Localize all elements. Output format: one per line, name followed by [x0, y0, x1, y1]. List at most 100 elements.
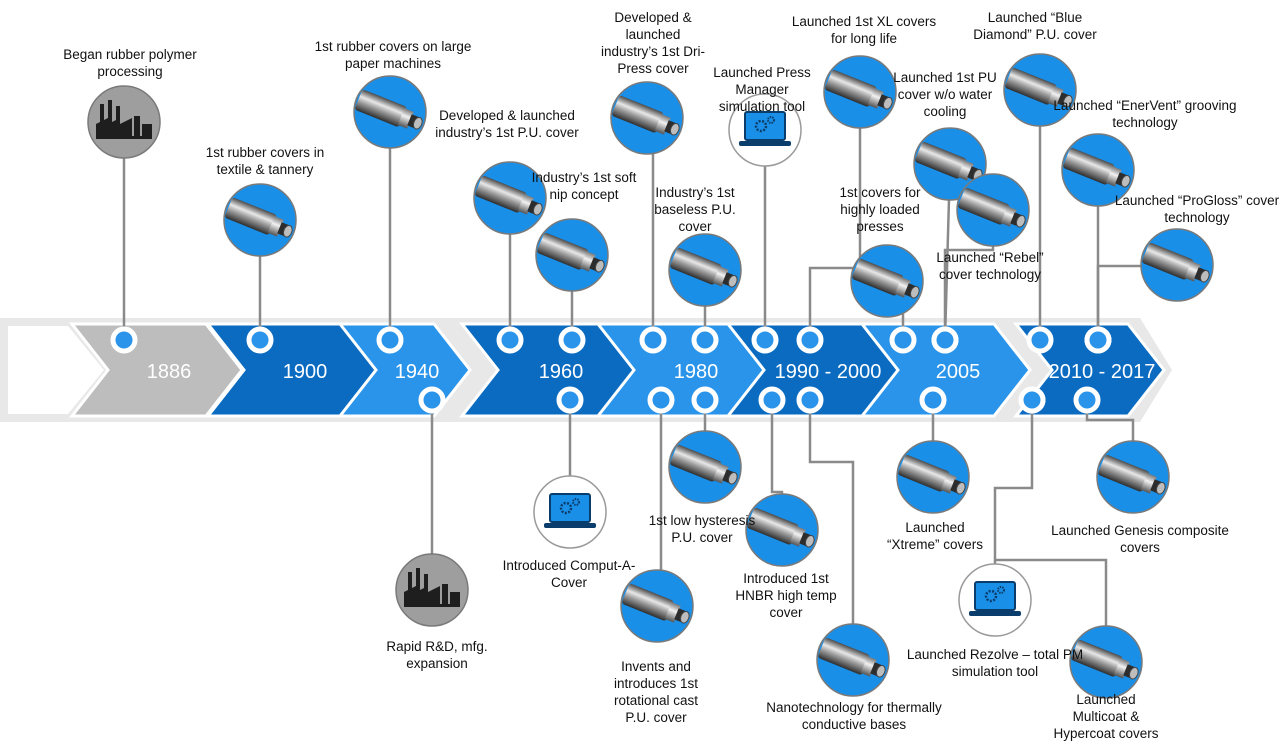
connector-line	[808, 400, 855, 633]
roll-body	[898, 454, 950, 492]
roll-icon	[473, 161, 547, 235]
roll-shoulder	[664, 602, 681, 623]
connector-line	[995, 558, 1108, 635]
roll-journal	[1010, 212, 1023, 227]
roll-journal	[1057, 92, 1070, 107]
roll-shoulder	[397, 108, 414, 129]
chimney	[108, 100, 112, 128]
timeline-node	[1026, 326, 1054, 354]
timeline-node	[796, 326, 824, 354]
timeline-node	[558, 326, 586, 354]
event-label: 1st covers for highly loaded presses	[839, 185, 921, 234]
timeline-node	[1084, 326, 1112, 354]
roll-body	[355, 89, 407, 127]
timeline-node	[1018, 386, 1046, 414]
chimney	[416, 568, 420, 596]
event-label: Nanotechnology for thermally conductive …	[766, 700, 942, 732]
roll-shoulder	[654, 114, 671, 135]
tower	[442, 584, 448, 604]
timeline-node	[691, 326, 719, 354]
event-label: Launched “ProGloss” cover technology	[1114, 193, 1280, 225]
connector-line	[993, 400, 1034, 572]
roll-end	[679, 610, 690, 624]
event-label: Launched 1st PU cover w/o water cooling	[893, 70, 997, 119]
roll-icon	[1003, 53, 1077, 127]
roll-journal	[950, 479, 963, 494]
roll-journal	[1194, 267, 1207, 282]
roll-body	[225, 197, 277, 235]
connector-line	[808, 120, 862, 340]
roll-shoulder	[1105, 166, 1122, 187]
roll-end	[1155, 481, 1166, 495]
timeline-node	[751, 326, 779, 354]
chimney	[116, 106, 120, 128]
roll-journal	[967, 166, 980, 181]
roll-journal	[1115, 172, 1128, 187]
factory-icon	[395, 553, 469, 627]
event-label: Developed & launched industry’s 1st Dri-…	[600, 10, 706, 76]
event-label: 1st rubber covers in textile & tannery	[205, 145, 325, 177]
roll-end	[532, 202, 543, 216]
roll-icon	[668, 233, 742, 307]
period-chevron	[1012, 322, 1166, 418]
roll-icon	[1069, 625, 1143, 699]
roll-journal	[277, 222, 290, 237]
event-label: Launched Genesis composite covers	[1051, 523, 1229, 555]
roll-body	[622, 583, 674, 621]
period-label: 1980	[674, 361, 719, 383]
roll-icon	[535, 218, 609, 292]
period-label: 1960	[539, 361, 584, 383]
event-label: Introduced Comput-A-Cover	[502, 558, 636, 590]
roll-shoulder	[860, 656, 877, 677]
timeline-node	[639, 326, 667, 354]
roll-body	[670, 247, 722, 285]
period-label: 1990 - 2000	[775, 361, 882, 383]
roll-end	[955, 481, 966, 495]
roll-shoulder	[940, 473, 957, 494]
roll-body	[1005, 67, 1057, 105]
timeline-node	[556, 386, 584, 414]
roll-shoulder	[867, 88, 884, 109]
factory-building	[96, 118, 132, 136]
laptop-icon	[728, 93, 802, 167]
roll-end	[282, 224, 293, 238]
event-label: Launched “Blue Diamond” P.U. cover	[973, 10, 1097, 42]
roll-journal	[877, 94, 890, 109]
roll-end	[1128, 666, 1139, 680]
roll-body	[537, 232, 589, 270]
roll-end	[875, 664, 886, 678]
roll-shoulder	[1140, 473, 1157, 494]
roll-shoulder	[894, 277, 911, 298]
timeline-node	[647, 386, 675, 414]
roll-journal	[1123, 664, 1136, 679]
factory-building	[404, 586, 440, 604]
roll-shoulder	[267, 216, 284, 237]
timeline-node	[796, 386, 824, 414]
timeline-node	[1073, 386, 1101, 414]
roll-icon	[850, 244, 924, 318]
gear-icon	[559, 501, 573, 515]
timeline-node	[931, 326, 959, 354]
roll-body	[852, 258, 904, 296]
laptop-icon	[533, 475, 607, 549]
roll-icon	[745, 493, 819, 567]
roll-shoulder	[712, 266, 729, 287]
roll-body	[475, 175, 527, 213]
roll-end	[727, 471, 738, 485]
roll-shoulder	[1000, 206, 1017, 227]
ground	[96, 136, 152, 139]
roll-end	[594, 259, 605, 273]
gear-icon	[572, 498, 580, 506]
roll-journal	[722, 469, 735, 484]
timeline-node	[889, 326, 917, 354]
event-label: Launched “Rebel” cover technology	[936, 250, 1044, 282]
factory-icon	[87, 85, 161, 159]
event-label: Launched 1st XL covers for long life	[791, 14, 937, 46]
roll-shoulder	[1184, 261, 1201, 282]
roll-journal	[870, 662, 883, 677]
timeline-node	[246, 326, 274, 354]
roll-body	[825, 69, 877, 107]
roll-icon	[1140, 228, 1214, 302]
roll-end	[727, 274, 738, 288]
roll-journal	[527, 200, 540, 215]
